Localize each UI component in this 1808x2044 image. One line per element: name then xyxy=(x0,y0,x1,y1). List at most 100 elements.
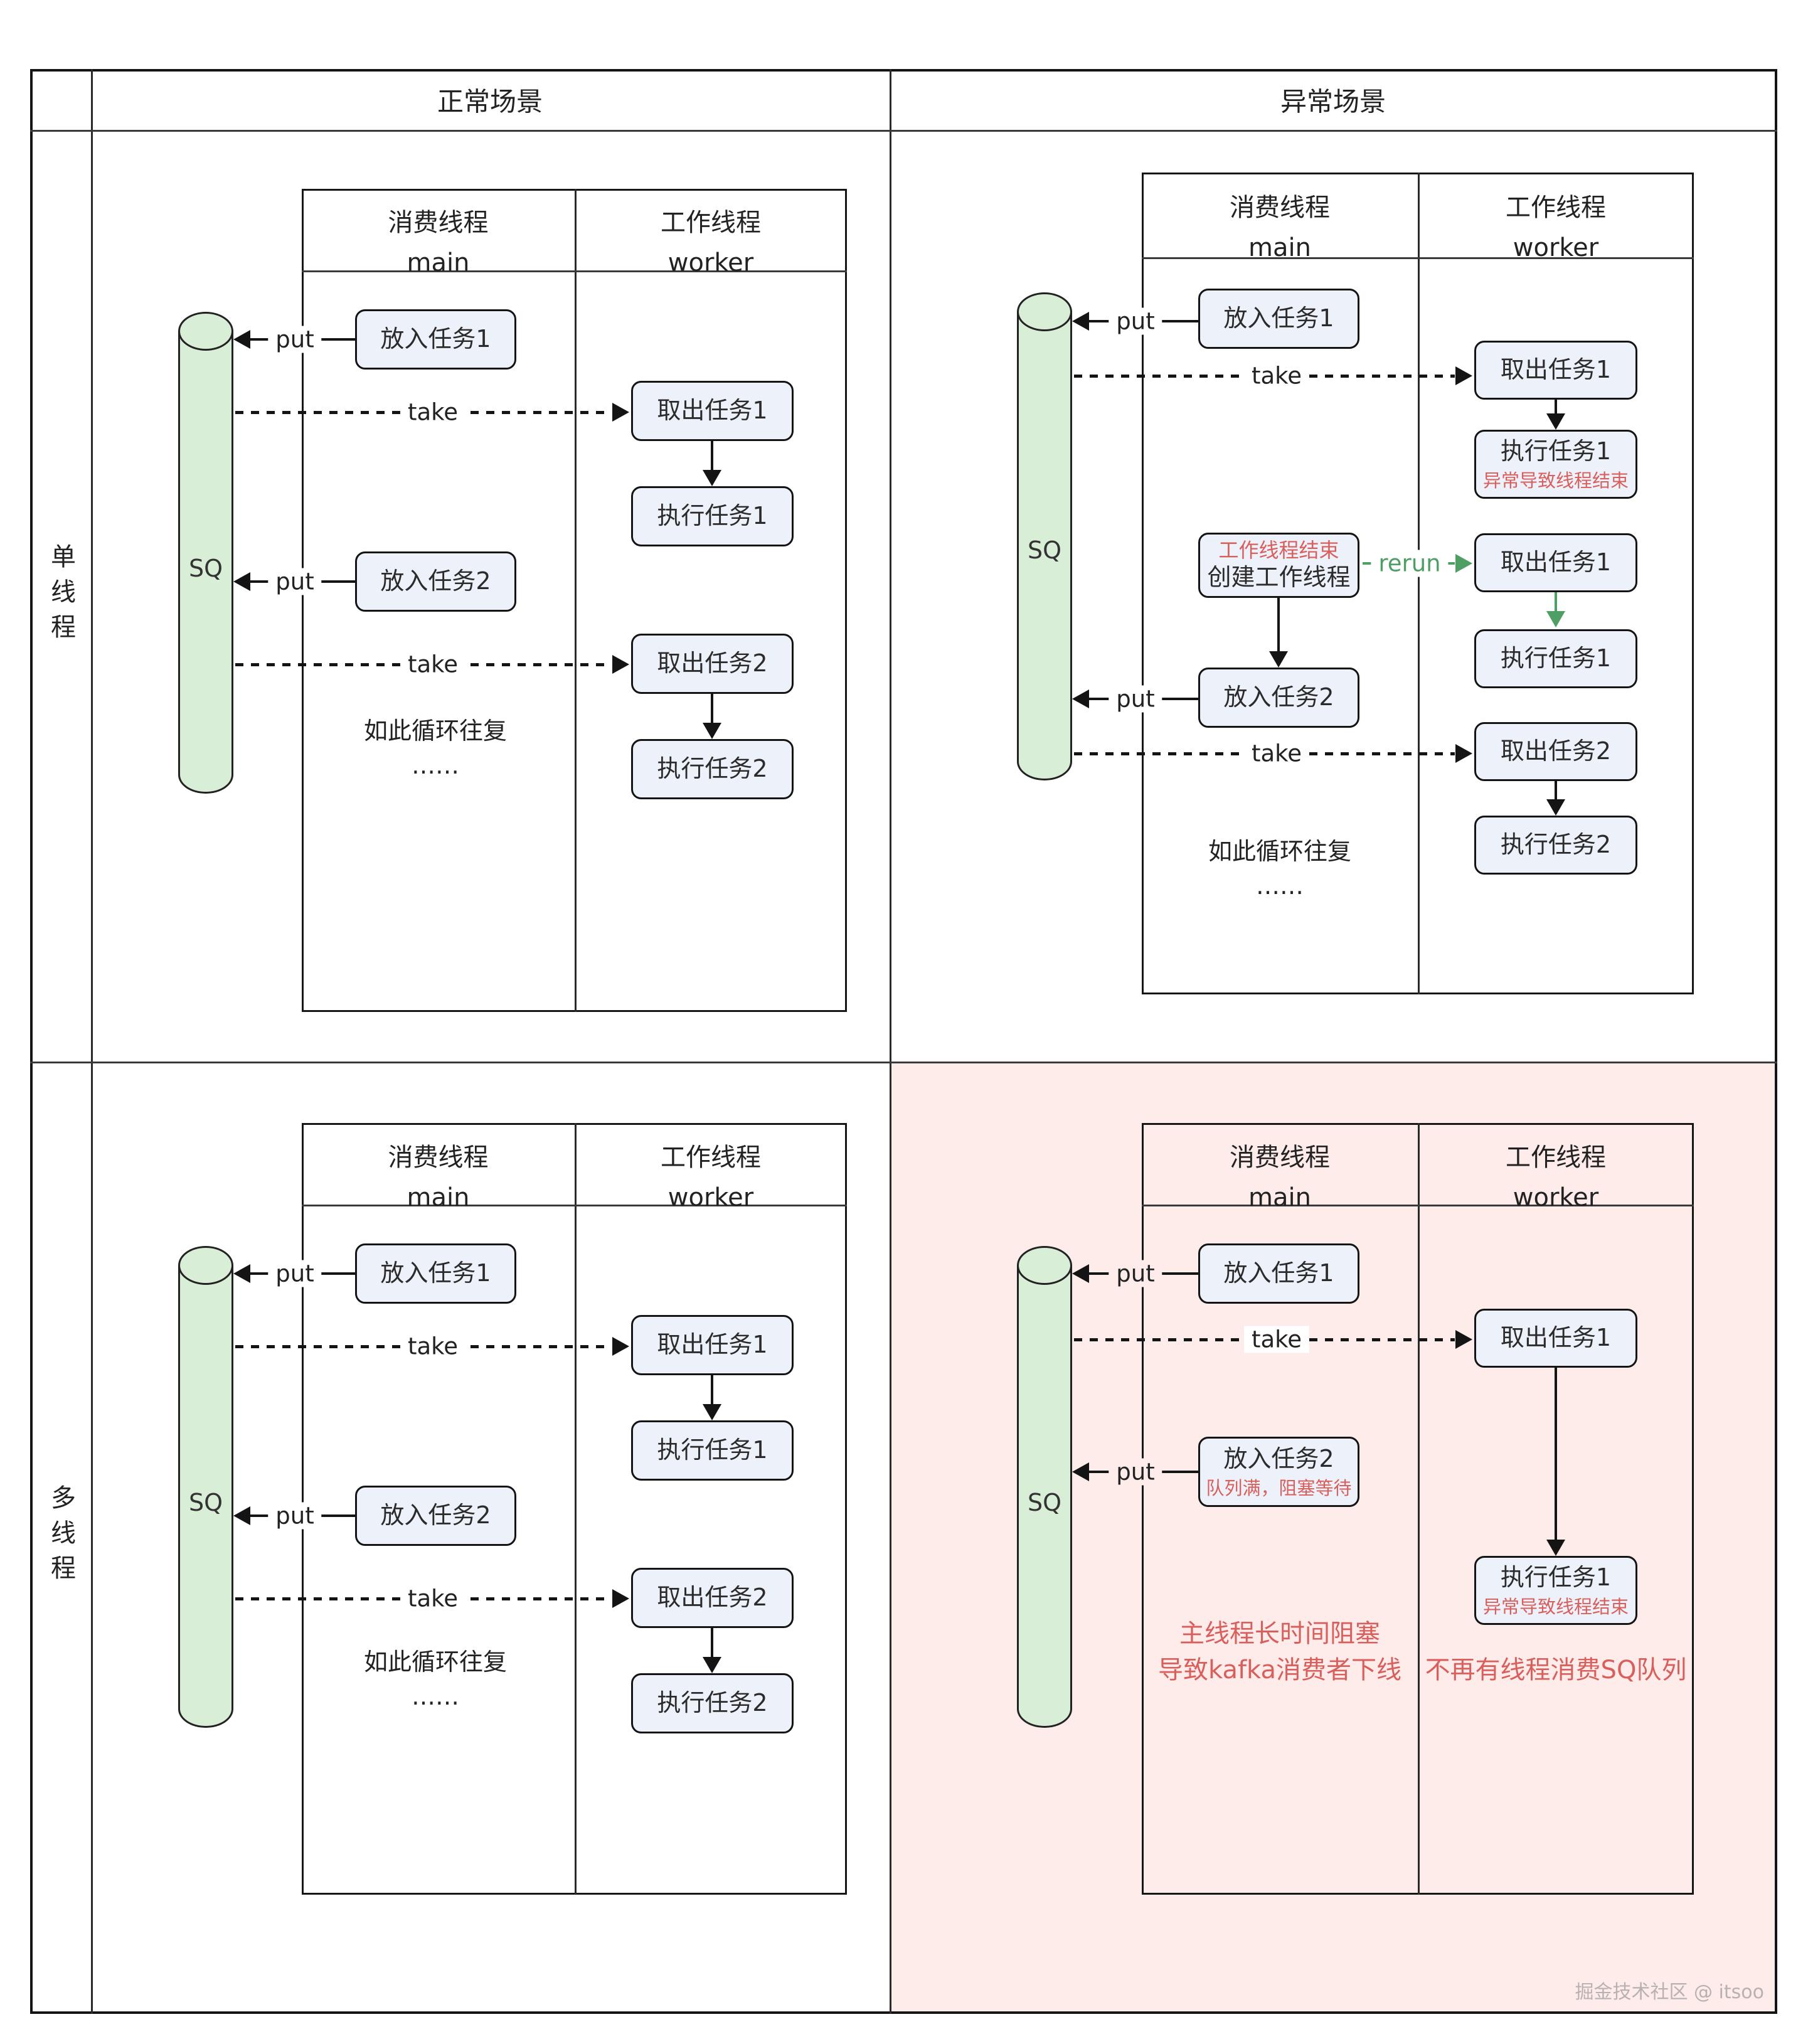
consumer-title: 消费线程 xyxy=(388,208,489,237)
arrowhead-right xyxy=(612,1337,629,1356)
arrowhead-down xyxy=(703,723,721,739)
arrowhead-left xyxy=(233,1264,250,1283)
box-label: 执行任务1 xyxy=(1500,644,1612,673)
box-label: 放入任务2 xyxy=(1223,1445,1334,1473)
grid-line-row-divider xyxy=(30,1062,1777,1063)
put-label: put xyxy=(268,568,322,595)
box-take-task1: 取出任务1 xyxy=(631,1315,794,1375)
row-label-single-thread: 单线程 xyxy=(46,543,75,649)
arrowhead-down xyxy=(1546,799,1565,816)
queue-label: SQ xyxy=(188,555,223,582)
grid-line-header-bottom xyxy=(30,130,1777,132)
box-label: 取出任务1 xyxy=(1500,356,1612,384)
box-take-task1-first: 取出任务1 xyxy=(1474,341,1637,400)
worker-title: 工作线程 xyxy=(1506,1143,1606,1172)
box-exec-task2: 执行任务2 xyxy=(631,739,794,799)
worker-subtitle: worker xyxy=(667,1183,754,1212)
box-label: 放入任务1 xyxy=(1223,304,1334,333)
box-label: 放入任务1 xyxy=(380,1259,491,1287)
box-exec-task1-rerun: 执行任务1 xyxy=(1474,629,1637,688)
lifeline-header-underline xyxy=(1142,1205,1694,1206)
worker-subtitle: worker xyxy=(667,248,754,277)
queue-label: SQ xyxy=(1027,1489,1062,1516)
take-label: take xyxy=(400,1585,466,1612)
box-put-task1: 放入任务1 xyxy=(355,1243,516,1304)
box-label: 放入任务2 xyxy=(380,1501,491,1530)
take-label: take xyxy=(1243,362,1310,390)
lifeline-column-divider xyxy=(575,1123,577,1895)
queue-cylinder xyxy=(178,1246,233,1728)
consumer-title: 消费线程 xyxy=(388,1143,489,1172)
box-label: 执行任务1 xyxy=(657,1436,768,1464)
box-label: 取出任务1 xyxy=(657,1331,768,1359)
take-label: take xyxy=(400,398,466,426)
box-label: 执行任务2 xyxy=(1500,831,1612,859)
arrowhead-left xyxy=(233,1506,250,1525)
arrowhead-right xyxy=(612,655,629,674)
box-label: 取出任务1 xyxy=(657,397,768,425)
put-label: put xyxy=(1109,1260,1162,1287)
arrow-line xyxy=(1555,781,1557,799)
box-label: 取出任务2 xyxy=(657,649,768,678)
box-take-task1-rerun: 取出任务1 xyxy=(1474,533,1637,592)
arrow-line xyxy=(711,1375,713,1404)
worker-column-header: 工作线程 worker xyxy=(1418,187,1694,262)
loop-line1: 如此循环往复 xyxy=(363,1648,508,1676)
box-take-task1: 取出任务1 xyxy=(631,381,794,441)
arrow-line xyxy=(711,1628,713,1657)
worker-column-header: 工作线程 worker xyxy=(1418,1137,1694,1212)
lifeline-header-underline xyxy=(1142,257,1694,259)
box-label: 取出任务1 xyxy=(1500,548,1612,577)
box-label: 取出任务1 xyxy=(1500,1324,1612,1352)
box-label: 执行任务1 xyxy=(1500,437,1612,466)
arrowhead-down xyxy=(1546,1540,1565,1556)
queue-cylinder-top xyxy=(178,312,233,351)
arrowhead-left xyxy=(1072,1264,1089,1283)
queue-cylinder-top xyxy=(1017,292,1072,331)
box-exec-task2: 执行任务2 xyxy=(631,1673,794,1733)
box-sublabel-exception: 异常导致线程结束 xyxy=(1482,1595,1629,1617)
loop-text: 如此循环往复 …… xyxy=(364,1645,507,1714)
box-exec-task1-exception: 执行任务1 异常导致线程结束 xyxy=(1474,1556,1637,1625)
note-no-consumer: 不再有线程消费SQ队列 xyxy=(1425,1656,1687,1685)
loop-line2: …… xyxy=(1255,872,1304,900)
arrowhead-right xyxy=(612,1589,629,1608)
queue-cylinder-body xyxy=(1017,1265,1072,1728)
grid-line-center xyxy=(890,69,891,2014)
queue-cylinder xyxy=(178,312,233,794)
consumer-subtitle: main xyxy=(1248,1183,1311,1212)
header-normal-scenario: 正常场景 xyxy=(437,86,543,117)
worker-title: 工作线程 xyxy=(1506,193,1606,222)
worker-subtitle: worker xyxy=(1513,1183,1599,1212)
arrowhead-left xyxy=(233,572,250,591)
arrowhead-right xyxy=(1455,744,1472,763)
queue-cylinder-body xyxy=(1017,311,1072,780)
consumer-subtitle: main xyxy=(407,248,470,277)
box-take-task2: 取出任务2 xyxy=(1474,722,1637,781)
queue-cylinder xyxy=(1017,1246,1072,1728)
consumer-title: 消费线程 xyxy=(1230,193,1330,222)
lifeline-column-divider xyxy=(1418,173,1420,994)
arrow-line xyxy=(1555,592,1557,611)
table-outer-border xyxy=(30,69,1777,2014)
box-exec-task1: 执行任务1 xyxy=(631,1420,794,1481)
box-exec-task1: 执行任务1 xyxy=(631,486,794,546)
arrowhead-right xyxy=(612,403,629,422)
box-put-task1: 放入任务1 xyxy=(355,309,516,370)
arrow-line xyxy=(1555,400,1557,413)
consumer-column-header: 消费线程 main xyxy=(1142,1137,1418,1212)
note-main-blocked-line1: 主线程长时间阻塞 xyxy=(1179,1619,1380,1648)
box-label: 放入任务1 xyxy=(380,325,491,353)
consumer-column-header: 消费线程 main xyxy=(1142,187,1418,262)
put-label: put xyxy=(1109,1458,1162,1486)
box-exec-task2: 执行任务2 xyxy=(1474,816,1637,875)
box-put-task2: 放入任务2 xyxy=(355,1486,516,1546)
consumer-title: 消费线程 xyxy=(1230,1143,1330,1172)
arrowhead-right xyxy=(1455,554,1472,573)
watermark: 掘金技术社区 @ itsoo xyxy=(1575,1981,1764,2003)
arrowhead-left xyxy=(1072,312,1089,331)
consumer-column-header: 消费线程 main xyxy=(302,202,575,277)
box-label: 放入任务2 xyxy=(380,567,491,595)
grid-line-label-column xyxy=(91,69,93,2014)
arrowhead-right xyxy=(1455,1330,1472,1349)
